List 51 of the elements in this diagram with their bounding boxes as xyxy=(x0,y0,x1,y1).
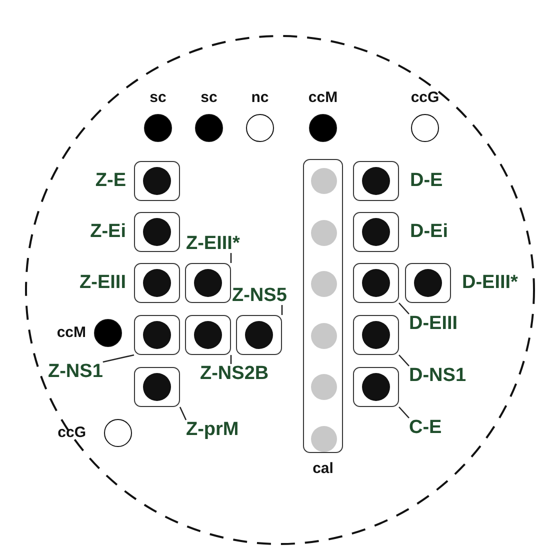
column-label: cal xyxy=(312,461,334,476)
control-spot-label: ccM xyxy=(308,90,338,105)
leader-line xyxy=(230,355,232,364)
spot-label: D-EIII xyxy=(409,314,458,333)
spot-well xyxy=(134,161,180,201)
spot-well xyxy=(185,263,231,303)
spot xyxy=(94,319,122,347)
control-spot-label: sc xyxy=(150,90,166,105)
spot-well xyxy=(134,367,180,407)
spot-well xyxy=(405,263,451,303)
spot-well xyxy=(353,161,399,201)
spot-label: D-NS1 xyxy=(409,366,466,385)
control-spot-label: ccG xyxy=(410,90,440,105)
leader-line xyxy=(102,354,134,363)
spot-well xyxy=(353,315,399,355)
spot-well xyxy=(353,212,399,252)
spot-label: Z-EIII* xyxy=(186,234,240,253)
spot xyxy=(309,114,337,142)
control-spot-label: ccM xyxy=(56,325,86,340)
leader-line xyxy=(398,354,410,366)
spot-well xyxy=(236,315,282,355)
spot-well xyxy=(185,315,231,355)
leader-line xyxy=(281,305,283,315)
spot-label: Z-Ei xyxy=(90,222,126,241)
control-spot-label: nc xyxy=(251,90,269,105)
spot xyxy=(195,114,223,142)
spot-well xyxy=(353,367,399,407)
spot-well xyxy=(134,263,180,303)
spot-label: Z-prM xyxy=(186,420,239,439)
spot-label: D-EIII* xyxy=(462,273,518,292)
spot-label: Z-NS2B xyxy=(200,364,269,383)
spot xyxy=(144,114,172,142)
leader-line xyxy=(230,253,232,263)
spot-label: Z-EIII xyxy=(80,273,126,292)
spot-label: Z-NS1 xyxy=(48,362,103,381)
spot xyxy=(246,114,274,142)
leader-line xyxy=(398,302,410,314)
spot xyxy=(104,419,132,447)
spot-label: D-E xyxy=(410,171,443,190)
leader-line xyxy=(398,406,410,418)
spot-label: C-E xyxy=(409,418,442,437)
spot-well xyxy=(134,315,180,355)
control-spot-label: sc xyxy=(200,90,218,105)
spot-well xyxy=(134,212,180,252)
spot-label: Z-NS5 xyxy=(232,286,287,305)
spot-label: Z-E xyxy=(95,171,126,190)
spot-well xyxy=(353,263,399,303)
leader-line xyxy=(179,406,187,420)
control-spot-label: ccG xyxy=(58,425,86,440)
spot-label: D-Ei xyxy=(410,222,448,241)
spot xyxy=(411,114,439,142)
